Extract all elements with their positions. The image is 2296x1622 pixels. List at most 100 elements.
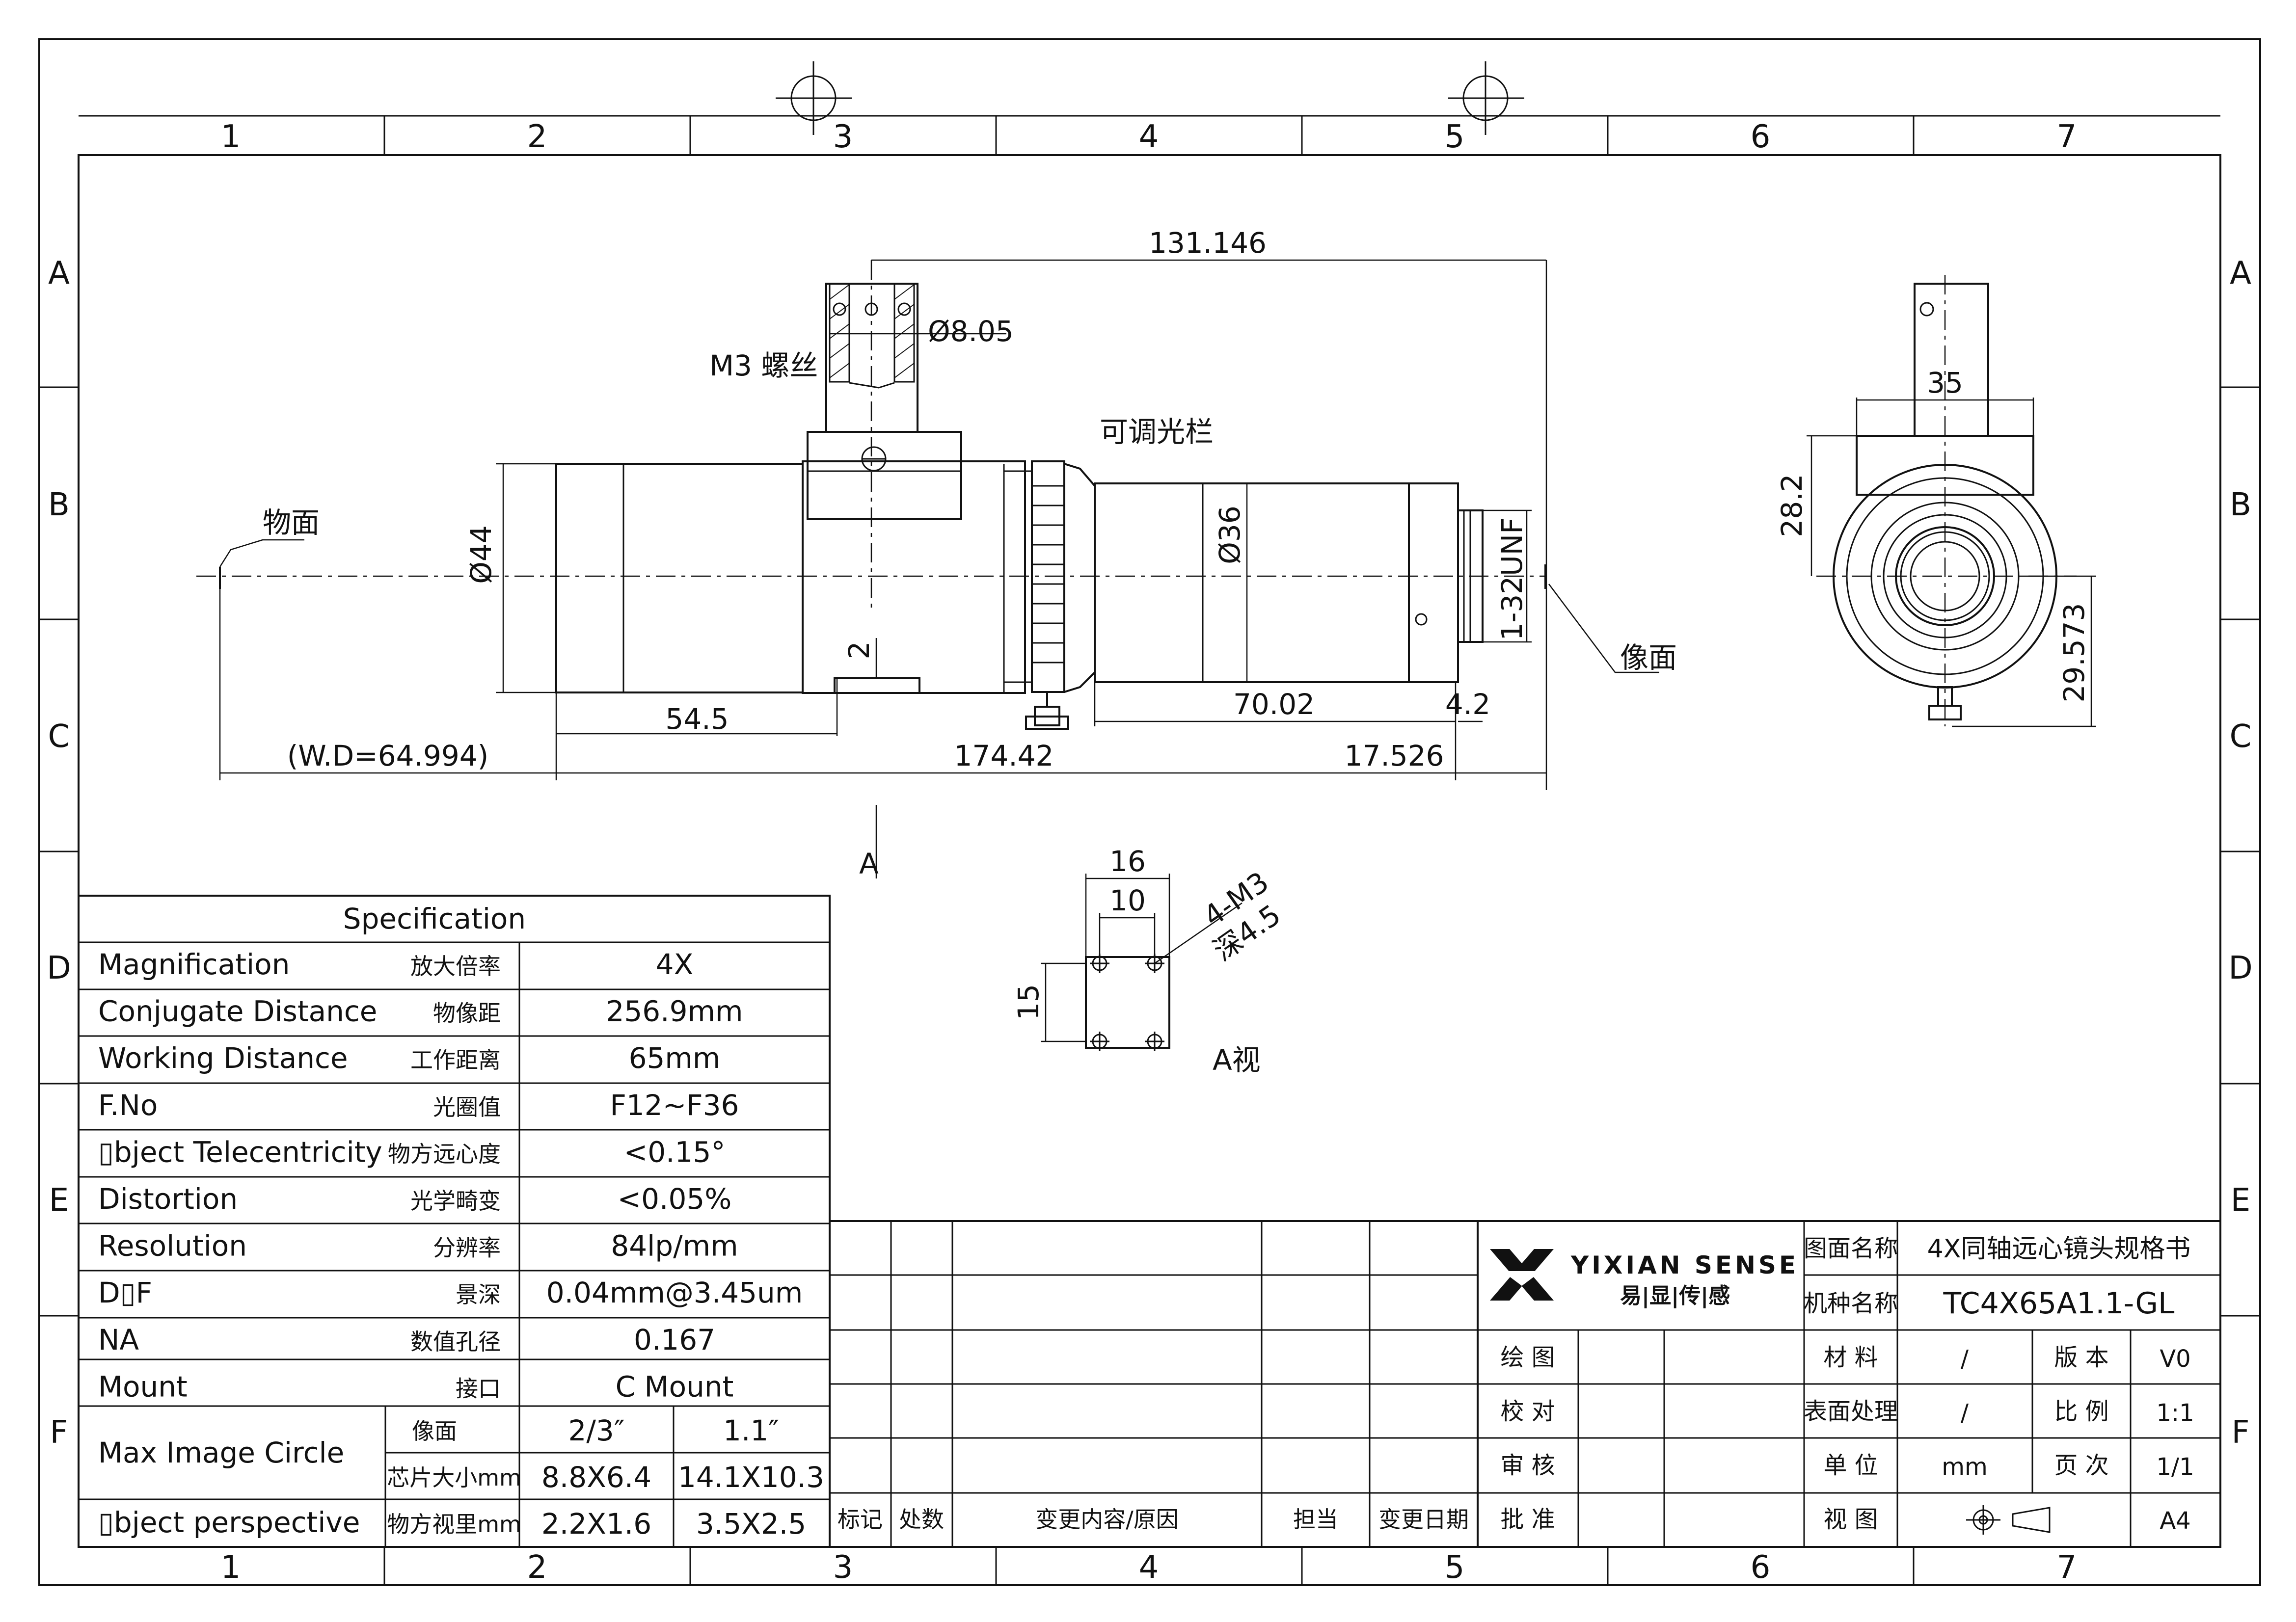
scale-value: 1:1 xyxy=(2156,1399,2194,1427)
dim-rear-len: 70.02 xyxy=(1233,688,1315,721)
model-value: TC4X65A1.1-GL xyxy=(1943,1286,2175,1321)
sign-label-draw: 绘 图 xyxy=(1500,1344,1555,1371)
spec-row-label-cn: 接口 xyxy=(456,1375,501,1402)
logo-x-mark xyxy=(1490,1249,1554,1301)
image-circle-cn-1: 像面 xyxy=(412,1418,457,1444)
spec-row-value: 65mm xyxy=(629,1041,721,1075)
scale-label: 比 例 xyxy=(2054,1398,2108,1425)
col-label-5-top: 5 xyxy=(1445,119,1465,155)
dim-a-width-inner: 10 xyxy=(1109,884,1146,917)
spec-row-value: <0.15° xyxy=(624,1135,726,1169)
row-label-B-left: B xyxy=(48,487,70,523)
image-circle-a-2: 8.8X6.4 xyxy=(541,1461,651,1494)
image-circle-b-1: 1.1″ xyxy=(723,1414,779,1447)
spec-row-label: Distortion xyxy=(98,1182,238,1216)
surface-label: 表面处理 xyxy=(1804,1398,1898,1425)
dim-total-top: 131.146 xyxy=(1149,226,1267,260)
row-label-F-left: F xyxy=(50,1414,68,1451)
spec-row-label: F.No xyxy=(98,1089,158,1122)
image-circle-cn-2: 芯片大小mm xyxy=(387,1464,521,1491)
spec-row-label-cn: 数值孔径 xyxy=(410,1329,501,1355)
company-logo: YIXIAN SENSE 易|显|传|感 xyxy=(1490,1249,1796,1308)
a-view-dimensions xyxy=(1041,874,1243,1042)
spec-row-label-cn: 光学畸变 xyxy=(410,1188,501,1214)
rev-header-count: 处数 xyxy=(899,1506,944,1533)
sign-label-approve: 批 准 xyxy=(1500,1506,1555,1533)
dim-side-axis: 29.573 xyxy=(2057,603,2091,703)
label-iris: 可调光栏 xyxy=(1100,415,1214,449)
lens-end-view xyxy=(1816,275,2077,726)
perspective-label: ▯bject perspective xyxy=(98,1506,360,1539)
dim-rear-dia: Ø36 xyxy=(1213,505,1246,564)
center-housing xyxy=(802,460,1026,694)
col-label-3-top: 3 xyxy=(833,119,853,155)
rev-header-date: 变更日期 xyxy=(1378,1506,1469,1533)
perspective-a: 2.2X1.6 xyxy=(541,1507,651,1541)
page-value: 1/1 xyxy=(2156,1453,2194,1481)
label-a-view: A视 xyxy=(1213,1043,1261,1077)
col-label-4-top: 4 xyxy=(1139,119,1159,155)
spec-row-label-cn: 景深 xyxy=(456,1281,501,1308)
centering-mark-right xyxy=(1448,61,1524,135)
spec-row-value: 4X xyxy=(656,948,694,981)
spec-row-label-cn: 分辨率 xyxy=(433,1235,501,1261)
col-label-7-top: 7 xyxy=(2057,119,2077,155)
unit-label: 单 位 xyxy=(1823,1452,1878,1479)
dim-total-length: 174.42 xyxy=(954,739,1054,772)
row-label-F-right: F xyxy=(2232,1414,2250,1451)
sheet-size-value: A4 xyxy=(2160,1507,2190,1535)
top-column-ticks xyxy=(79,115,2220,155)
spec-row-value: 256.9mm xyxy=(606,995,743,1028)
dim-a-height: 15 xyxy=(1012,984,1045,1020)
right-row-ticks xyxy=(2220,386,2260,1317)
centering-mark-left xyxy=(776,61,852,135)
dim-mount-thread: 1-32UNF xyxy=(1495,518,1529,641)
light-port-base xyxy=(807,431,962,520)
dim-hole-dia: Ø8.05 xyxy=(928,315,1014,348)
rev-header-owner: 担当 xyxy=(1293,1506,1338,1533)
spec-row-label: Mount xyxy=(98,1370,188,1403)
view-arrow-label: A xyxy=(859,847,879,880)
col-label-1-top: 1 xyxy=(221,119,241,155)
spec-row-label-cn: 放大倍率 xyxy=(410,953,501,980)
title-block xyxy=(1477,1220,2221,1548)
col-label-3-bottom: 3 xyxy=(833,1549,853,1586)
spec-table xyxy=(78,895,831,1548)
perspective-b: 3.5X2.5 xyxy=(696,1507,806,1541)
label-m3-thread: M3 螺丝 xyxy=(709,349,818,382)
sign-label-review: 审 核 xyxy=(1500,1452,1555,1479)
label-image-plane: 像面 xyxy=(1620,641,1677,674)
spec-row-label: Resolution xyxy=(98,1229,247,1263)
sign-label-check: 校 对 xyxy=(1500,1398,1555,1425)
spec-row-value: 0.167 xyxy=(634,1323,715,1356)
spec-row-label: Working Distance xyxy=(98,1041,348,1075)
row-label-E-left: E xyxy=(49,1182,69,1219)
logo-text-cn: 易|显|传|感 xyxy=(1620,1283,1730,1308)
row-label-E-right: E xyxy=(2231,1182,2250,1219)
row-label-C-right: C xyxy=(2230,718,2252,755)
left-row-ticks xyxy=(39,386,79,1317)
spec-row-value: C Mount xyxy=(616,1370,734,1403)
spec-row-value: <0.05% xyxy=(618,1182,732,1216)
spec-row-value: 0.04mm@3.45um xyxy=(546,1276,803,1309)
spec-row-label: ▯bject Telecentricity xyxy=(98,1135,382,1169)
col-label-2-bottom: 2 xyxy=(527,1549,547,1586)
row-label-D-left: D xyxy=(47,950,71,986)
projection-symbol-icon xyxy=(1966,1505,2051,1535)
rev-header-mark: 标记 xyxy=(837,1506,883,1533)
port-tube xyxy=(825,283,918,433)
spec-row-label: Conjugate Distance xyxy=(98,995,377,1028)
label-object-plane: 物面 xyxy=(263,506,320,539)
side-view-dimensions xyxy=(219,259,1547,878)
version-label: 版 本 xyxy=(2054,1344,2108,1371)
material-label: 材 料 xyxy=(1823,1344,1878,1371)
spec-title: Specification xyxy=(343,902,526,935)
view-label: 视 图 xyxy=(1823,1506,1878,1533)
dim-side-width: 35 xyxy=(1927,366,1963,399)
inner-border xyxy=(78,154,2221,1548)
rear-barrel-end xyxy=(1408,482,1459,683)
col-label-2-top: 2 xyxy=(527,119,547,155)
dim-front-len: 54.5 xyxy=(665,702,729,736)
